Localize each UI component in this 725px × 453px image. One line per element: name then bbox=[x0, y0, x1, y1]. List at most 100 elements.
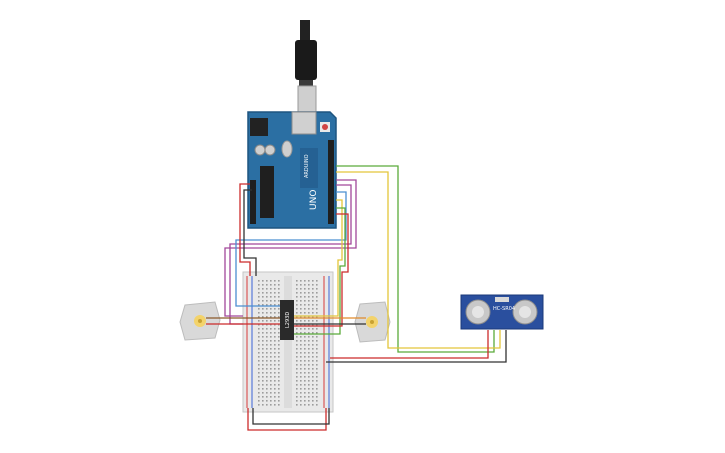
breadboard-hole bbox=[278, 404, 280, 406]
breadboard-hole bbox=[296, 312, 298, 314]
usb-plug-neck bbox=[299, 80, 313, 88]
breadboard-hole bbox=[258, 312, 260, 314]
breadboard-hole bbox=[274, 364, 276, 366]
breadboard-hole bbox=[262, 360, 264, 362]
breadboard-hole bbox=[258, 300, 260, 302]
wire-sensor-vcc[interactable] bbox=[330, 330, 489, 359]
wire-green-2[interactable] bbox=[294, 207, 346, 335]
breadboard-hole bbox=[262, 304, 264, 306]
arduino-board[interactable]: ARDUINO UNO bbox=[247, 111, 337, 229]
breadboard-hole bbox=[296, 280, 298, 282]
sensor-transducer-right-inner bbox=[519, 306, 531, 318]
breadboard-hole bbox=[300, 376, 302, 378]
breadboard-hole bbox=[262, 324, 264, 326]
arduino-power-jack bbox=[250, 118, 268, 136]
breadboard-hole bbox=[258, 332, 260, 334]
breadboard-hole bbox=[266, 296, 268, 298]
breadboard-hole bbox=[300, 400, 302, 402]
breadboard-hole bbox=[300, 316, 302, 318]
wire-rail-red-bridge[interactable] bbox=[247, 408, 327, 431]
breadboard-hole bbox=[300, 332, 302, 334]
breadboard-hole bbox=[258, 316, 260, 318]
breadboard-hole bbox=[304, 304, 306, 306]
wire-red-5v[interactable] bbox=[239, 183, 251, 276]
wire-red-signal[interactable] bbox=[294, 213, 349, 327]
breadboard-hole bbox=[304, 324, 306, 326]
breadboard-hole bbox=[262, 308, 264, 310]
dc-motor-right[interactable] bbox=[354, 301, 391, 343]
breadboard-hole bbox=[316, 344, 318, 346]
motor-driver-ic[interactable]: L293D bbox=[280, 300, 294, 340]
breadboard-hole bbox=[262, 292, 264, 294]
breadboard-hole bbox=[316, 336, 318, 338]
breadboard-hole bbox=[270, 300, 272, 302]
breadboard-hole bbox=[304, 332, 306, 334]
breadboard-hole bbox=[266, 328, 268, 330]
ic-label: L293D bbox=[285, 312, 291, 328]
breadboard-hole bbox=[274, 356, 276, 358]
breadboard-hole bbox=[274, 324, 276, 326]
breadboard-hole bbox=[312, 360, 314, 362]
breadboard-hole bbox=[312, 404, 314, 406]
breadboard-hole bbox=[300, 356, 302, 358]
breadboard-hole bbox=[262, 388, 264, 390]
ultrasonic-sensor[interactable]: HC-SR04 bbox=[460, 294, 544, 330]
breadboard-hole bbox=[270, 368, 272, 370]
breadboard-hole bbox=[316, 284, 318, 286]
breadboard-hole bbox=[258, 392, 260, 394]
breadboard-hole bbox=[296, 368, 298, 370]
breadboard-hole bbox=[262, 400, 264, 402]
breadboard[interactable] bbox=[242, 271, 334, 413]
wire-yellow-echo[interactable] bbox=[336, 171, 501, 349]
usb-cable-wire bbox=[300, 20, 310, 42]
breadboard-hole bbox=[296, 292, 298, 294]
breadboard-hole bbox=[266, 384, 268, 386]
wire-green-trig[interactable] bbox=[336, 165, 495, 353]
wire-sensor-gnd[interactable] bbox=[326, 330, 507, 363]
breadboard-hole bbox=[316, 392, 318, 394]
breadboard-hole bbox=[278, 296, 280, 298]
breadboard-hole bbox=[262, 288, 264, 290]
wire-rail-black-bridge[interactable] bbox=[252, 408, 330, 425]
breadboard-hole bbox=[258, 368, 260, 370]
breadboard-hole bbox=[300, 324, 302, 326]
breadboard-hole bbox=[296, 400, 298, 402]
breadboard-hole bbox=[296, 352, 298, 354]
wire-purple-1[interactable] bbox=[224, 179, 357, 317]
breadboard-hole bbox=[316, 364, 318, 366]
breadboard-hole bbox=[316, 312, 318, 314]
breadboard-hole bbox=[278, 280, 280, 282]
breadboard-hole bbox=[312, 388, 314, 390]
breadboard-hole bbox=[312, 328, 314, 330]
breadboard-hole bbox=[270, 356, 272, 358]
wire-blue-1[interactable] bbox=[235, 191, 347, 307]
breadboard-hole bbox=[300, 388, 302, 390]
dc-motor-left[interactable] bbox=[179, 301, 221, 341]
breadboard-hole bbox=[274, 320, 276, 322]
breadboard-hole bbox=[266, 280, 268, 282]
breadboard-hole bbox=[296, 356, 298, 358]
breadboard-hole bbox=[270, 392, 272, 394]
wire-yellow-2[interactable] bbox=[294, 199, 343, 317]
breadboard-hole bbox=[278, 288, 280, 290]
breadboard-hole bbox=[296, 360, 298, 362]
arduino-capacitor-2 bbox=[264, 144, 276, 156]
breadboard-hole bbox=[274, 396, 276, 398]
breadboard-hole bbox=[308, 400, 310, 402]
breadboard-hole bbox=[278, 328, 280, 330]
breadboard-hole bbox=[258, 324, 260, 326]
breadboard-hole bbox=[308, 380, 310, 382]
wire-black-gnd[interactable] bbox=[243, 189, 257, 276]
arduino-crystal bbox=[281, 140, 293, 158]
breadboard-hole bbox=[262, 280, 264, 282]
breadboard-hole bbox=[296, 364, 298, 366]
breadboard-hole bbox=[304, 312, 306, 314]
breadboard-hole bbox=[258, 308, 260, 310]
usb-cable[interactable] bbox=[295, 20, 317, 117]
breadboard-hole bbox=[270, 316, 272, 318]
breadboard-hole bbox=[300, 396, 302, 398]
breadboard-hole bbox=[316, 288, 318, 290]
breadboard-hole bbox=[312, 284, 314, 286]
wires bbox=[206, 165, 507, 431]
breadboard-hole bbox=[316, 332, 318, 334]
